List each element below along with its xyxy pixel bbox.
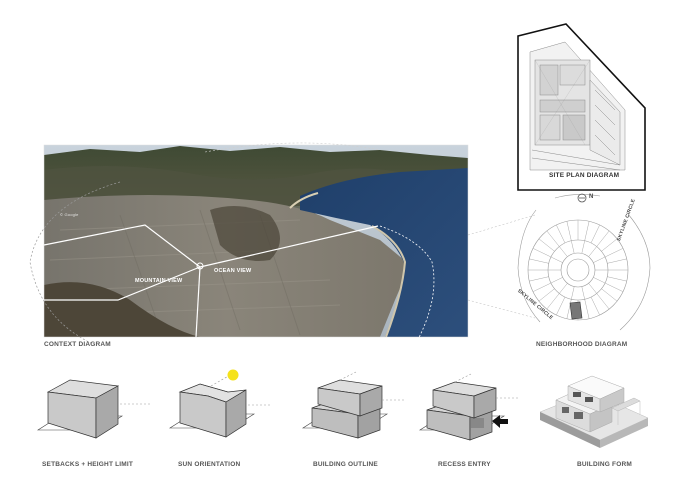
entry-arrow-icon bbox=[492, 415, 508, 428]
lot-line bbox=[590, 296, 600, 316]
step-caption-setbacks: SETBACKS + HEIGHT LIMIT bbox=[42, 461, 134, 468]
step-recess-box bbox=[418, 373, 518, 441]
lot-line bbox=[601, 238, 618, 252]
inner-lot-line bbox=[593, 277, 606, 284]
inner-lot-line bbox=[581, 240, 585, 254]
lot-line bbox=[556, 296, 566, 316]
lot-line bbox=[546, 230, 560, 247]
lot-line bbox=[532, 282, 552, 292]
lot-line bbox=[607, 276, 627, 282]
photo-credit: © Google bbox=[60, 212, 79, 217]
lot-line bbox=[529, 258, 549, 264]
step-caption-form: BUILDING FORM bbox=[577, 461, 632, 468]
ocean-view-label: OCEAN VIEW bbox=[214, 268, 252, 274]
lot-line bbox=[584, 221, 590, 241]
inner-lot-line bbox=[550, 277, 563, 284]
lot-line bbox=[538, 288, 555, 302]
step-caption-outline: BUILDING OUTLINE bbox=[313, 461, 378, 468]
inner-lot-line bbox=[559, 246, 568, 257]
step-sun-box bbox=[168, 369, 272, 438]
step-building-form-model bbox=[539, 375, 649, 448]
inner-lot-line bbox=[550, 256, 563, 263]
lot-line bbox=[584, 299, 590, 319]
context-diagram-caption: CONTEXT DIAGRAM bbox=[44, 341, 111, 348]
lot-line bbox=[556, 224, 566, 244]
lot-line bbox=[538, 238, 555, 252]
lot-line bbox=[546, 293, 560, 310]
site-marker-icon bbox=[196, 262, 204, 270]
mountain-view-label: MOUNTAIN VIEW bbox=[135, 278, 183, 284]
lot-line bbox=[529, 276, 549, 282]
step-setbacks-box bbox=[36, 379, 150, 439]
lot-line bbox=[604, 248, 624, 258]
step-caption-recess: RECESS ENTRY bbox=[438, 461, 491, 468]
lot-radial-lines bbox=[528, 220, 628, 320]
lot-line bbox=[596, 293, 610, 310]
lot-line bbox=[566, 221, 572, 241]
sun-icon bbox=[227, 369, 239, 381]
inner-lot-line bbox=[593, 256, 606, 263]
lot-line bbox=[532, 248, 552, 258]
inner-lot-line bbox=[559, 283, 568, 294]
inner-lot-line bbox=[588, 246, 597, 257]
lot-line bbox=[607, 258, 627, 264]
lot-line bbox=[590, 224, 600, 244]
inner-lot-line bbox=[571, 240, 575, 254]
lot-line bbox=[601, 288, 618, 302]
inner-lot-line bbox=[581, 286, 585, 300]
inner-lot-line bbox=[588, 283, 597, 294]
inner-lot-line bbox=[571, 286, 575, 300]
lot-line bbox=[596, 230, 610, 247]
site-plan-caption: SITE PLAN DIAGRAM bbox=[549, 172, 620, 179]
north-arrow-icon bbox=[577, 193, 587, 203]
north-label: N bbox=[589, 194, 594, 200]
lot-line bbox=[604, 282, 624, 292]
step-caption-sun: SUN ORIENTATION bbox=[178, 461, 241, 468]
neighborhood-caption: NEIGHBORHOOD DIAGRAM bbox=[536, 341, 628, 348]
highlighted-lot bbox=[569, 301, 583, 320]
lot-line bbox=[566, 299, 572, 319]
step-outline-box bbox=[301, 371, 405, 439]
